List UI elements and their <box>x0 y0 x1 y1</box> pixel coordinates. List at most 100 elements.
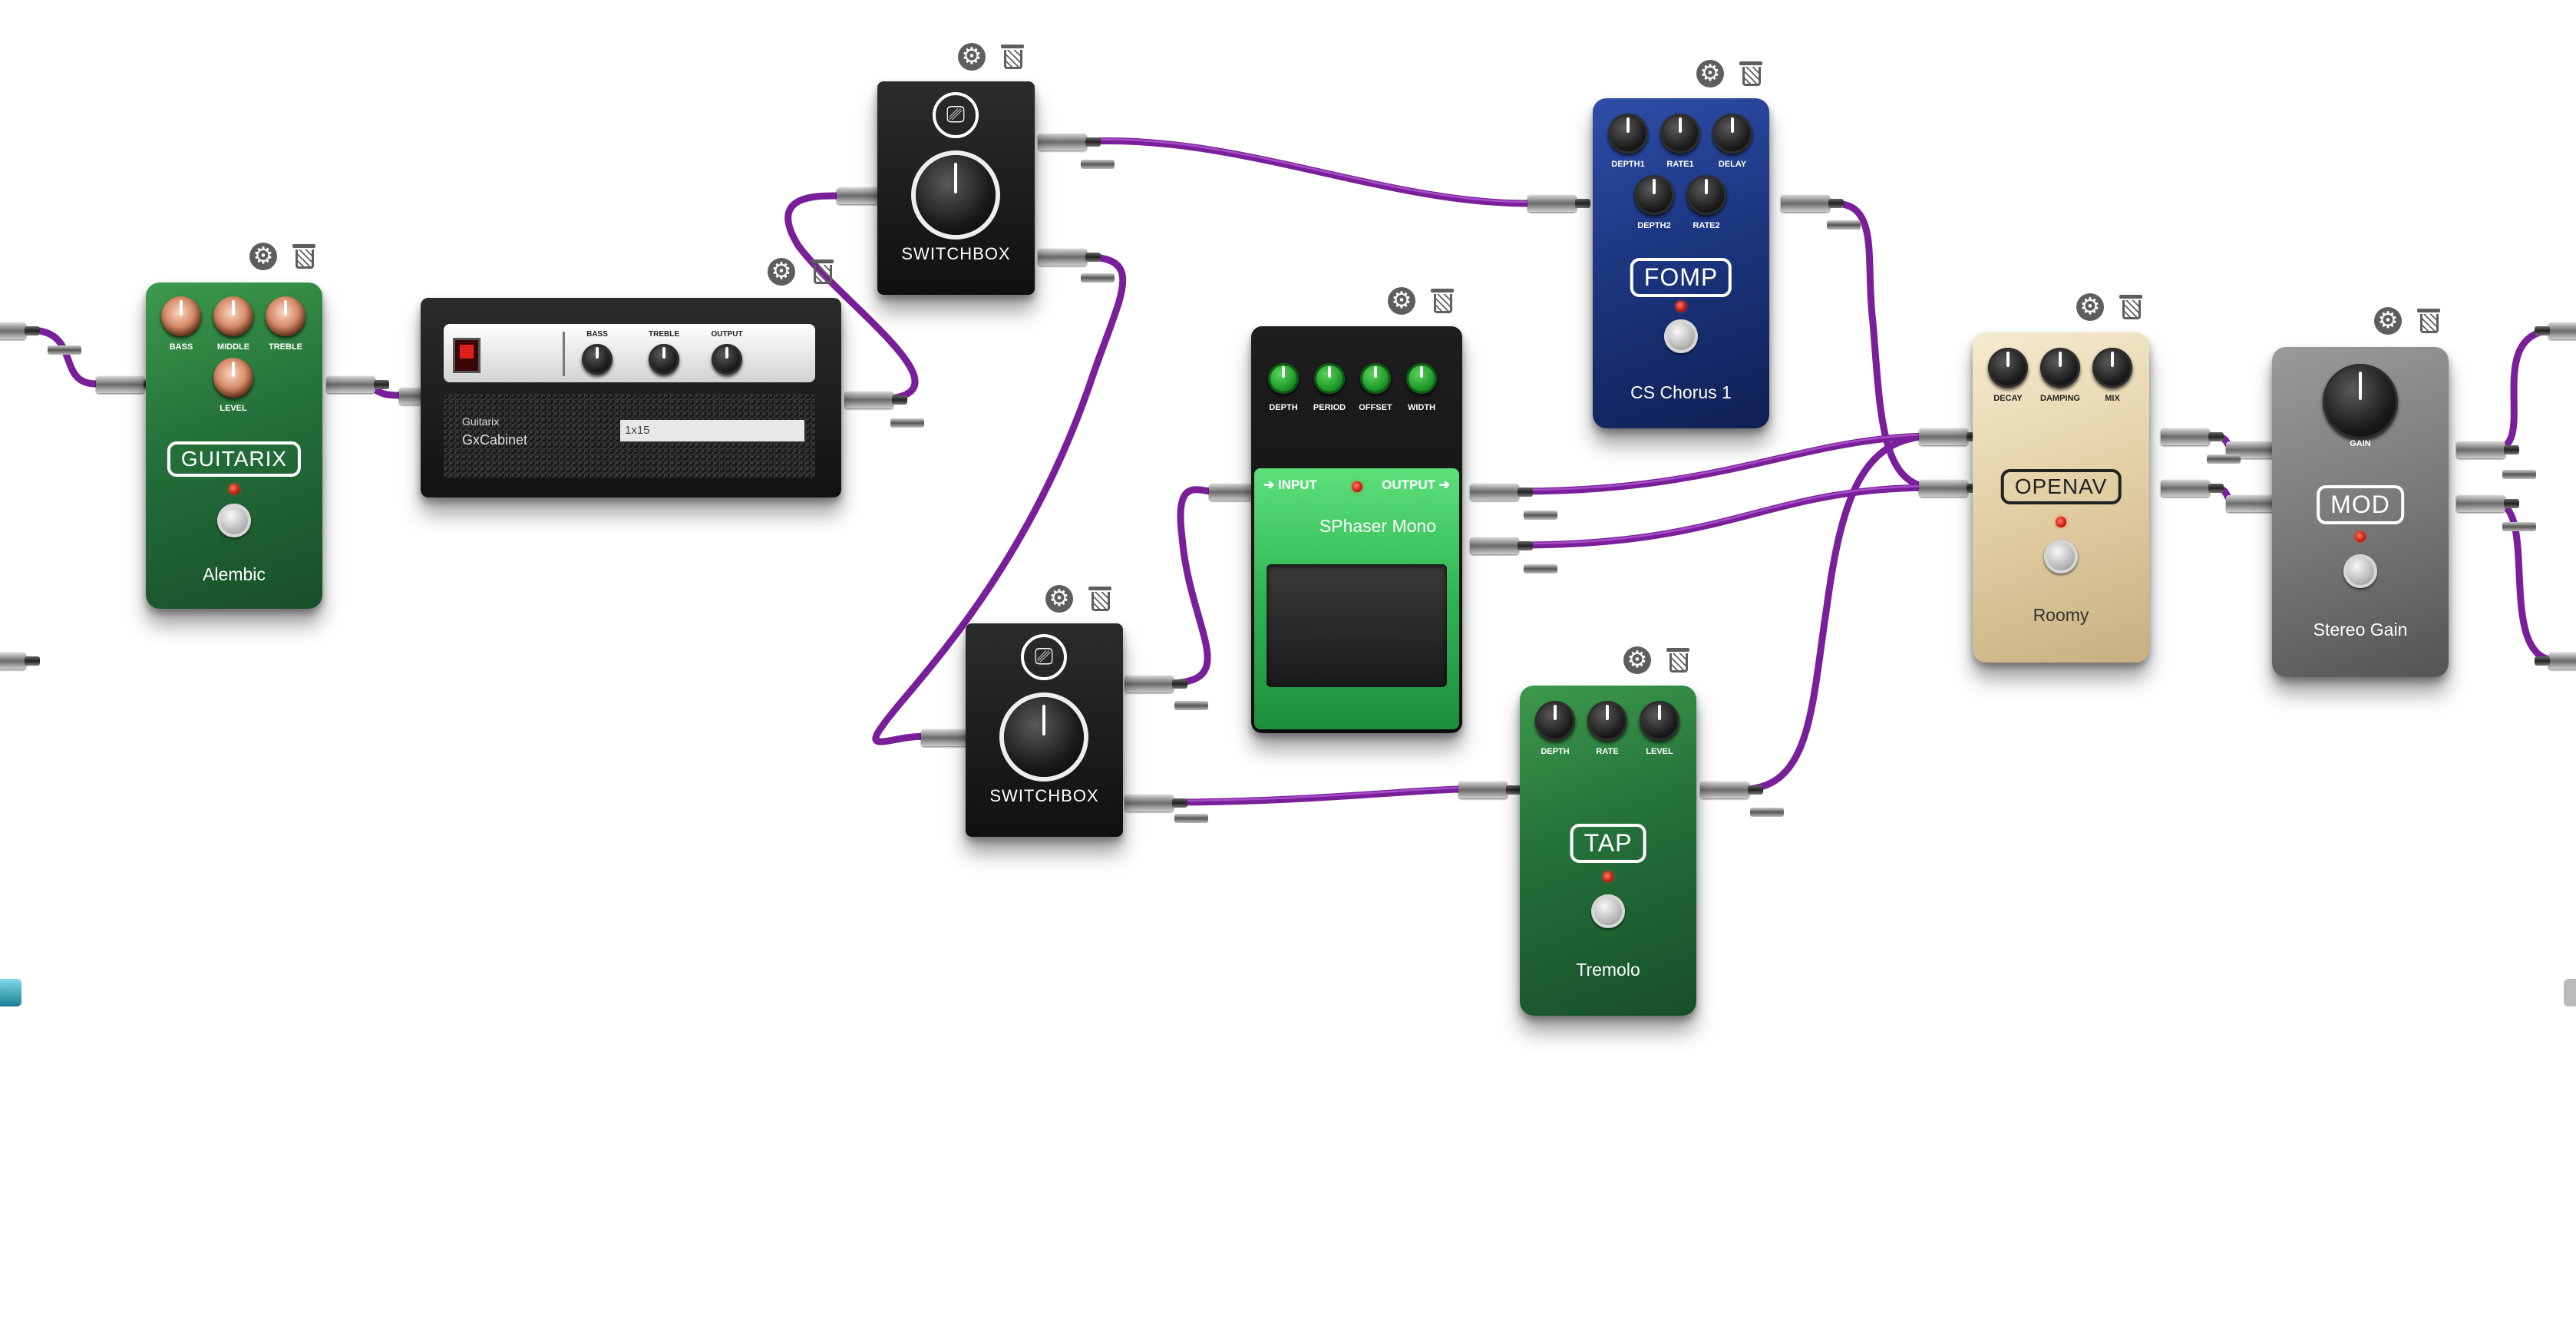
power-switch[interactable] <box>453 338 481 373</box>
trash-icon[interactable] <box>1001 45 1024 69</box>
level-knob[interactable] <box>1640 701 1679 741</box>
guitarix-alembic-pedal[interactable]: BASS MIDDLE TREBLE LEVEL GUITARIX Alembi… <box>146 283 322 609</box>
output-knob[interactable] <box>712 344 742 375</box>
tap-output-jack[interactable] <box>1700 782 1763 798</box>
gain-knob[interactable] <box>2323 364 2398 439</box>
cable-input-guitarix[interactable] <box>19 326 100 388</box>
switch-selector-knob[interactable] <box>1004 697 1084 777</box>
tap-tremolo-pedal[interactable]: DEPTH RATE LEVEL TAP Tremolo <box>1520 686 1696 1016</box>
footswitch-icon[interactable] <box>1591 894 1625 928</box>
openav-midi-jack[interactable] <box>2207 454 2241 464</box>
system-capture-jack-2[interactable] <box>0 653 40 669</box>
trash-icon[interactable] <box>1431 289 1454 313</box>
trash-icon[interactable] <box>1088 587 1111 611</box>
mix-knob[interactable] <box>2092 348 2132 388</box>
trash-icon[interactable] <box>2119 295 2142 319</box>
depth2-knob[interactable] <box>1634 175 1674 215</box>
delay-knob[interactable] <box>1712 114 1752 154</box>
trash-icon[interactable] <box>2417 309 2440 333</box>
footswitch-icon[interactable] <box>2343 554 2377 588</box>
cable-sphaser-openav-l[interactable] <box>1516 432 1938 495</box>
guitarix-midi-jack[interactable] <box>48 345 81 355</box>
mod-midi-jack-2[interactable] <box>2502 522 2536 531</box>
footswitch-icon[interactable] <box>217 504 251 537</box>
width-knob[interactable] <box>1406 363 1437 394</box>
switchbox2-midi-jack[interactable] <box>1174 701 1208 710</box>
offset-knob[interactable] <box>1360 363 1391 394</box>
cable-switchbox2-sphaser[interactable] <box>1163 486 1217 687</box>
footswitch-icon[interactable] <box>2044 540 2078 573</box>
switch-selector-knob[interactable] <box>916 155 996 235</box>
rate1-knob[interactable] <box>1660 114 1700 154</box>
sphaser-output-r-jack[interactable] <box>1470 537 1533 554</box>
mod-output-l-jack[interactable] <box>2456 441 2519 458</box>
system-playback-jack-2[interactable] <box>2535 653 2576 669</box>
tap-midi-jack[interactable] <box>1750 808 1784 817</box>
trash-icon[interactable] <box>1666 648 1689 673</box>
cable-switchbox1-switchbox2[interactable] <box>872 253 1127 745</box>
gear-icon[interactable]: ⚙ <box>1623 646 1651 674</box>
switchbox2-output-b-jack[interactable] <box>1125 795 1187 811</box>
switchbox1-midi-jack[interactable] <box>1081 160 1115 169</box>
gear-icon[interactable]: ⚙ <box>2374 307 2402 335</box>
rate-knob[interactable] <box>1587 701 1627 741</box>
gear-icon[interactable]: ⚙ <box>768 258 795 286</box>
fomp-output-jack[interactable] <box>1781 195 1844 212</box>
depth1-knob[interactable] <box>1608 114 1648 154</box>
mod-midi-jack[interactable] <box>2502 470 2536 479</box>
bass-knob[interactable] <box>161 296 201 336</box>
openav-input-l-jack[interactable] <box>1919 428 1982 445</box>
depth-knob[interactable] <box>1268 363 1299 394</box>
gear-icon[interactable]: ⚙ <box>2076 293 2104 321</box>
openav-input-r-jack[interactable] <box>1919 480 1982 497</box>
middle-knob[interactable] <box>213 296 253 336</box>
cable-mod-output-r[interactable] <box>2491 499 2560 664</box>
guitarix-input-jack[interactable] <box>96 376 159 393</box>
sphaser-output-l-jack[interactable] <box>1470 484 1533 501</box>
bass-knob[interactable] <box>582 344 613 375</box>
depth-knob[interactable] <box>1535 701 1575 741</box>
level-knob[interactable] <box>213 358 253 398</box>
cabinet-output-jack[interactable] <box>844 392 907 408</box>
trash-icon[interactable] <box>811 259 834 284</box>
gear-icon[interactable]: ⚙ <box>1696 60 1724 88</box>
tap-input-jack[interactable] <box>1458 782 1521 798</box>
cable-switchbox1-fomp[interactable] <box>1071 137 1531 207</box>
midi-input-jack[interactable] <box>0 979 21 1006</box>
fomp-input-jack[interactable] <box>1527 195 1590 212</box>
openav-roomy-pedal[interactable]: DECAY DAMPING MIX OPENAV Roomy <box>1973 332 2149 663</box>
guitarix-output-jack[interactable] <box>326 376 389 393</box>
period-knob[interactable] <box>1314 363 1345 394</box>
openav-output-l-jack[interactable] <box>2161 428 2224 445</box>
midi-output-jack[interactable] <box>2564 979 2576 1006</box>
decay-knob[interactable] <box>1988 348 2028 388</box>
fomp-cs-chorus-pedal[interactable]: DEPTH1 RATE1 DELAY DEPTH2 RATE2 FOMP CS … <box>1593 98 1769 428</box>
openav-output-r-jack[interactable] <box>2161 480 2224 497</box>
sphaser-midi-jack-2[interactable] <box>1524 564 1557 573</box>
mod-input-r-jack[interactable] <box>2226 495 2289 512</box>
sphaser-midi-jack[interactable] <box>1524 511 1557 520</box>
cable-fomp-openav[interactable] <box>1831 200 1938 491</box>
footswitch-icon[interactable]: INVADA <box>1267 564 1447 687</box>
treble-knob[interactable] <box>266 296 305 336</box>
mod-stereo-gain-pedal[interactable]: GAIN MOD Stereo Gain <box>2272 347 2449 677</box>
switchbox1-midi-jack-2[interactable] <box>1081 273 1115 283</box>
switchbox2-input-jack[interactable] <box>921 729 984 746</box>
system-capture-jack-1[interactable] <box>0 322 40 339</box>
gear-icon[interactable]: ⚙ <box>1388 287 1415 315</box>
switchbox2-midi-jack-2[interactable] <box>1174 814 1208 823</box>
cable-mod-output-l[interactable] <box>2491 326 2560 453</box>
treble-knob[interactable] <box>649 344 679 375</box>
switchbox1-output-b-jack[interactable] <box>1038 249 1101 266</box>
damping-knob[interactable] <box>2040 348 2080 388</box>
fomp-midi-jack[interactable] <box>1827 220 1861 230</box>
system-playback-jack-1[interactable] <box>2535 322 2576 339</box>
cabinet-midi-jack[interactable] <box>890 418 924 428</box>
mod-output-r-jack[interactable] <box>2456 495 2519 512</box>
cable-sphaser-openav-r[interactable] <box>1516 484 1938 549</box>
cable-switchbox2-tap[interactable] <box>1163 785 1466 806</box>
gear-icon[interactable]: ⚙ <box>958 43 986 71</box>
switchbox-pedal-2[interactable]: ⎚ SWITCHBOX <box>966 623 1123 837</box>
gear-icon[interactable]: ⚙ <box>1045 585 1073 613</box>
